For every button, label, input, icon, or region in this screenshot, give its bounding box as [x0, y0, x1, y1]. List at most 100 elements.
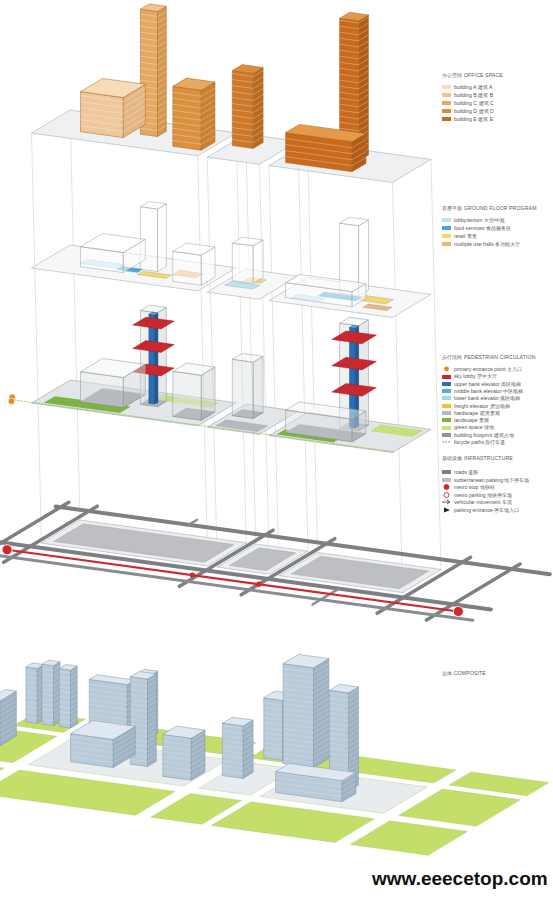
floor-line	[286, 145, 366, 154]
floor-line	[26, 690, 44, 694]
registration-line	[308, 143, 318, 553]
legend-symbol	[444, 485, 449, 490]
composite-building	[26, 667, 37, 724]
legend-row: vehicular movement 车流	[442, 499, 512, 506]
floor-line	[286, 157, 366, 166]
floor-line	[59, 669, 77, 673]
composite-layer	[0, 654, 549, 855]
legend-row: building footprint 建筑占地	[442, 432, 514, 439]
legend-text: lobby/atrium 大堂/中庭	[454, 217, 505, 224]
floor-line	[283, 669, 329, 678]
floor-line	[222, 753, 253, 759]
floor-line	[222, 768, 253, 774]
road	[0, 542, 491, 610]
floor-line	[163, 732, 205, 740]
legend-swatch	[442, 109, 451, 113]
floor-line	[222, 723, 253, 729]
floor-line	[232, 95, 263, 101]
floor-line	[283, 724, 329, 733]
floor-line	[330, 720, 359, 726]
floor-line	[330, 755, 359, 761]
registration-line	[207, 157, 217, 567]
layer-heading: 总体 COMPOSITE	[442, 670, 486, 677]
floor-line	[340, 125, 369, 131]
floor-line	[89, 689, 135, 694]
infrastructure-layer	[0, 502, 550, 620]
legend-swatch	[442, 404, 451, 408]
legend-swatch	[442, 470, 451, 474]
floor-line	[286, 151, 366, 160]
legend-swatch	[442, 226, 451, 230]
floor-line	[81, 112, 146, 125]
floor-line	[42, 687, 60, 691]
registration-line	[236, 133, 246, 543]
composite-building	[283, 654, 329, 667]
legend-symbol	[444, 492, 449, 497]
floor-line	[0, 726, 16, 736]
legend-row: green space 绿地	[442, 424, 494, 431]
floor-line	[0, 701, 16, 711]
legend-swatch	[442, 411, 451, 415]
floor-line	[330, 695, 359, 701]
floor-line	[232, 113, 263, 119]
floor-line	[81, 100, 146, 113]
legend-text: lower bank elevator 低区电梯	[454, 395, 520, 402]
floor-line	[232, 77, 263, 83]
legend-text: building C 建筑 C	[454, 100, 494, 107]
floor-line	[140, 29, 166, 34]
legend-row: multiple use halls 多功能大厅	[442, 241, 520, 248]
legend-text: building D 建筑 D	[454, 108, 494, 115]
floor-line	[59, 719, 77, 723]
floor-line	[140, 125, 166, 130]
legend-row: bicycle paths 自行车道	[442, 439, 505, 446]
floor-line	[283, 714, 329, 723]
legend-row: building C 建筑 C	[442, 100, 494, 107]
tower-wireframe	[173, 371, 202, 420]
composite-building	[0, 690, 16, 702]
floor-line	[276, 783, 356, 792]
legend-text: primary entrance point 主入口	[454, 366, 522, 373]
floor-line	[283, 754, 329, 763]
floor-line	[89, 714, 135, 719]
legend-row: subterranean parking 地下停车场	[442, 477, 529, 484]
tower-wireframe	[81, 234, 146, 253]
floor-line	[232, 137, 263, 143]
floor-line	[0, 711, 16, 721]
program-area	[363, 304, 392, 311]
floor-line	[232, 119, 263, 125]
floor-line	[89, 704, 135, 709]
registration-line	[393, 183, 403, 593]
tower-wireframe	[173, 363, 215, 375]
floor-line	[340, 119, 369, 125]
tower-wireframe	[253, 240, 263, 283]
parking-area	[54, 524, 235, 563]
legend-symbol	[442, 366, 451, 372]
legend-symbol	[442, 442, 451, 443]
composite-building	[148, 674, 157, 767]
tower-wireframe	[232, 353, 263, 362]
floor-line	[286, 139, 366, 148]
floor-line	[340, 101, 369, 107]
parking-area	[291, 556, 429, 589]
tower-wireframe	[340, 317, 369, 326]
floor-line	[81, 118, 146, 131]
registration-line	[298, 141, 308, 551]
floor-line	[59, 674, 77, 678]
floor-line	[232, 83, 263, 89]
floor-line	[283, 674, 329, 683]
floor-line	[26, 700, 44, 704]
floor-line	[59, 699, 77, 703]
legend-row: metro stop 地铁站	[442, 484, 495, 491]
legend-text: building B 建筑 B	[454, 92, 493, 99]
composite-building	[163, 726, 205, 738]
floor-line	[42, 717, 60, 721]
floor-line	[0, 721, 16, 731]
floor-line	[283, 689, 329, 698]
floor-line	[42, 672, 60, 676]
floor-line	[130, 721, 156, 726]
floor-line	[42, 712, 60, 716]
legend-text: multiple use halls 多功能大厅	[454, 241, 520, 248]
floor-line	[42, 667, 60, 671]
legend-text: building E 建筑 E	[454, 116, 493, 123]
legend-row: building D 建筑 D	[442, 108, 494, 115]
